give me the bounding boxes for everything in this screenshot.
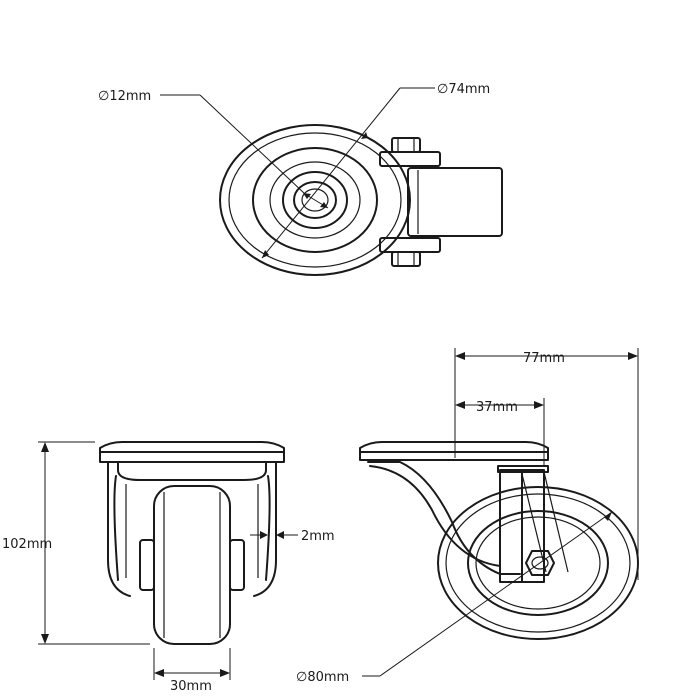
front-view-plate [99, 441, 285, 463]
front-view-dimensions [38, 441, 298, 680]
front-view-fork [107, 461, 277, 597]
top-view: ∅12mm ∅74mm [98, 82, 503, 276]
top-view-dimensions [160, 87, 435, 259]
side-view-dimensions [362, 348, 639, 677]
wheel-width-label: 30mm [170, 679, 212, 694]
wall-thickness-label: 2mm [301, 529, 335, 544]
top-view-wheel [219, 124, 411, 276]
side-wheel-diameter-label: ∅80mm [296, 670, 349, 685]
height-label: 102mm [2, 537, 52, 552]
front-view-axle [139, 539, 245, 591]
side-view-fork [367, 461, 569, 583]
overall-length-label: 77mm [523, 351, 565, 366]
side-view-plate [359, 441, 549, 461]
side-view-axle [525, 550, 555, 576]
top-wheel-diameter-label: ∅74mm [437, 82, 490, 97]
offset-label: 37mm [476, 400, 518, 415]
side-view: 77mm 37mm ∅80mm [296, 348, 639, 685]
side-view-wheel [437, 486, 639, 640]
top-view-bracket [379, 137, 503, 267]
front-view-wheel [153, 485, 231, 645]
front-view: 102mm 2mm 30mm [2, 441, 335, 694]
axle-diameter-label: ∅12mm [98, 89, 151, 104]
